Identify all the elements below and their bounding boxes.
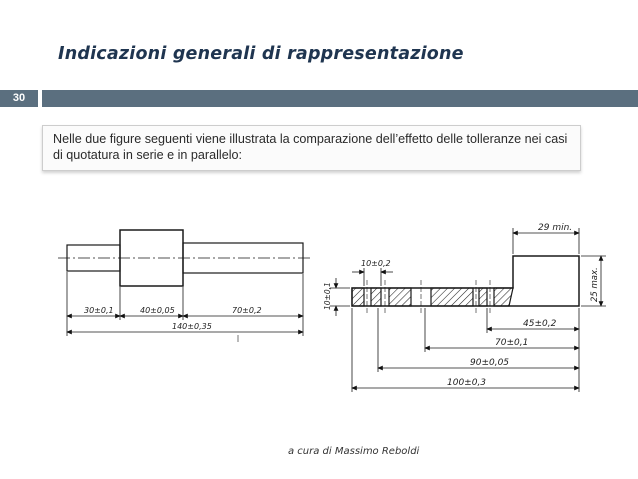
right-dim-70: 70±0,1 [495, 338, 528, 348]
left-drawing [58, 229, 313, 342]
left-dim-140: 140±0,35 [172, 322, 212, 331]
callout-box: Nelle due figure seguenti viene illustra… [42, 125, 581, 171]
right-dim-25: 25 max. [590, 267, 600, 302]
left-dim-30: 30±0,1 [84, 306, 114, 315]
callout-text: Nelle due figure seguenti viene illustra… [53, 132, 568, 162]
footer-credit: a cura di Massimo Reboldi [288, 446, 420, 457]
right-dim-45: 45±0,2 [523, 319, 557, 329]
right-dim-90: 90±0,05 [470, 358, 509, 368]
left-dim-40: 40±0,05 [140, 306, 175, 315]
left-dim-70: 70±0,2 [232, 306, 262, 315]
header-bar [42, 90, 638, 107]
slide-number: 30 [0, 90, 38, 107]
right-drawing [330, 228, 606, 392]
page-title: Indicazioni generali di rappresentazione [58, 44, 464, 64]
right-dim-29: 29 min. [538, 223, 572, 233]
right-dim-10-vertical: 10±0,1 [323, 282, 332, 310]
right-dim-10-top: 10±0,2 [361, 259, 391, 268]
right-dim-100: 100±0,3 [447, 378, 486, 388]
